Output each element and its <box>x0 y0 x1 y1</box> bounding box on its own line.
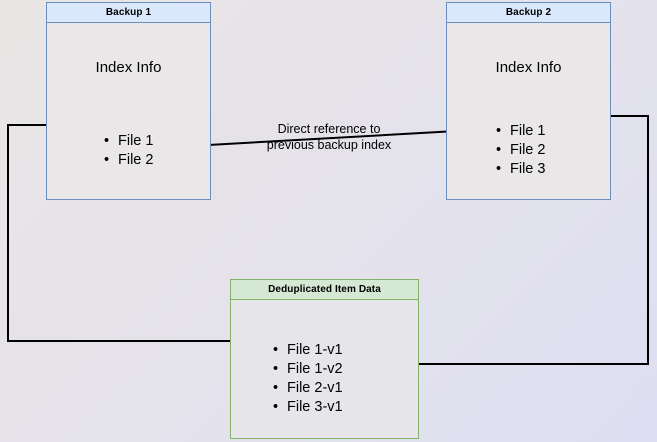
backup2-item-list: File 1 File 2 File 3 <box>496 122 545 179</box>
backup2-index-info-label: Index Info <box>495 59 562 76</box>
connector-backup2-to-dedup <box>383 115 649 368</box>
backup2-body: Index Info File 1 File 2 File 3 <box>447 23 610 199</box>
deduplicated-item-data-body: File 1-v1 File 1-v2 File 2-v1 File 3-v1 <box>231 300 418 438</box>
backup2-box[interactable]: Backup 2 Index Info File 1 File 2 File 3 <box>446 2 611 200</box>
backup1-item-list: File 1 File 2 <box>104 132 153 170</box>
deduplicated-item-data-box[interactable]: Deduplicated Item Data File 1-v1 File 1-… <box>230 279 419 439</box>
backup1-header: Backup 1 <box>47 3 210 23</box>
list-item: File 3-v1 <box>273 398 343 417</box>
list-item: File 1-v2 <box>273 360 343 379</box>
connector-label-line1: Direct reference to <box>277 122 381 136</box>
list-item: File 2-v1 <box>273 379 343 398</box>
list-item: File 2 <box>496 141 545 160</box>
backup1-body: Index Info File 1 File 2 <box>47 23 210 199</box>
list-item: File 1 <box>496 122 545 141</box>
list-item: File 1 <box>104 132 153 151</box>
list-item: File 2 <box>104 151 153 170</box>
connector-label-line2: previous backup index <box>266 138 392 152</box>
connector-label: Direct reference to previous backup inde… <box>249 121 409 153</box>
backup1-box[interactable]: Backup 1 Index Info File 1 File 2 <box>46 2 211 200</box>
backup2-header: Backup 2 <box>447 3 610 23</box>
backup1-index-info-label: Index Info <box>95 59 162 76</box>
deduplicated-item-data-header: Deduplicated Item Data <box>231 280 418 300</box>
deduplicated-item-list: File 1-v1 File 1-v2 File 2-v1 File 3-v1 <box>273 341 343 417</box>
connector-backup2-index-to-backup1-index <box>172 128 493 151</box>
list-item: File 3 <box>496 160 545 179</box>
list-item: File 1-v1 <box>273 341 343 360</box>
